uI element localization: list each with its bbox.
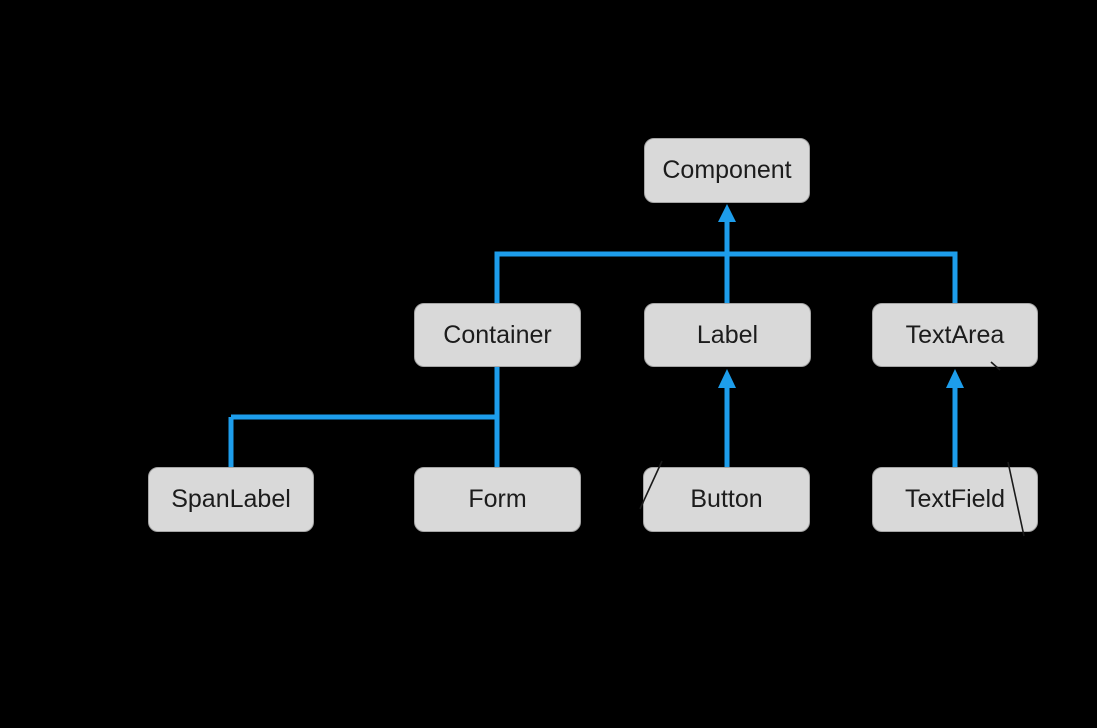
node-spanlabel-label: SpanLabel bbox=[171, 485, 291, 513]
node-label-label: Label bbox=[696, 320, 759, 349]
node-textfield: TextField bbox=[872, 467, 1038, 532]
node-textarea: TextArea bbox=[872, 303, 1038, 367]
node-textarea-label: TextArea bbox=[905, 320, 1005, 349]
arrowhead-label bbox=[718, 369, 736, 388]
node-spanlabel: SpanLabel bbox=[148, 467, 314, 532]
node-textfield-label: TextField bbox=[904, 485, 1006, 513]
arrowhead-component bbox=[718, 204, 736, 222]
node-container: Container bbox=[414, 303, 581, 367]
node-button: Button bbox=[643, 467, 810, 532]
arrowhead-textarea bbox=[946, 369, 964, 388]
node-component: Component bbox=[644, 138, 810, 203]
edge-bus-top bbox=[494, 251, 958, 305]
node-form: Form bbox=[414, 467, 581, 532]
node-button-label: Button bbox=[690, 485, 763, 513]
node-label: Label bbox=[644, 303, 811, 367]
node-component-label: Component bbox=[662, 156, 792, 184]
node-container-label: Container bbox=[443, 320, 552, 349]
node-form-label: Form bbox=[468, 485, 527, 513]
